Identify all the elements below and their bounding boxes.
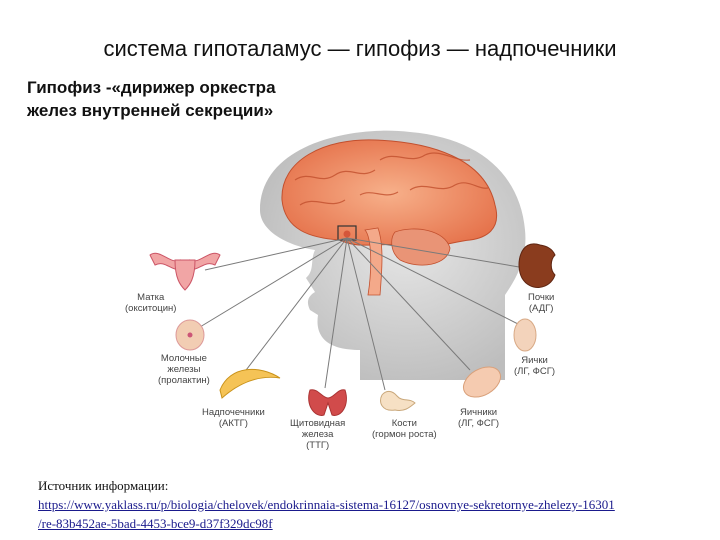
subtitle-line-1: Гипофиз -«дирижер оркестра [27,78,276,97]
source-link-line-2[interactable]: /re-83b452ae-5bad-4453-bce9-d37f329dc98f [38,516,273,531]
bones-icon [380,390,416,411]
endocrine-illustration [149,130,556,416]
kidney-icon [518,243,556,288]
source-label: Источник информации: [38,478,169,493]
label-bones: Кости(гормон роста) [372,418,437,440]
brainstem-icon [364,227,383,296]
connector-lines [194,237,526,391]
cerebellum-icon [391,228,451,266]
adrenal-icon [219,368,281,399]
ovary-icon [463,366,501,398]
label-adrenal: Надпочечники(АКТГ) [202,407,265,429]
subtitle-line-2: желез внутренней секреции» [27,101,274,120]
label-uterus: Матка(окситоцин) [125,292,177,314]
page-title: система гипоталамус — гипофиз — надпочеч… [103,36,617,61]
source-link-line-1[interactable]: https://www.yaklass.ru/p/biologia/chelov… [38,497,615,512]
label-testes: Яички(ЛГ, ФСГ) [514,355,556,377]
uterus-icon [149,252,221,291]
source-block: Источник информации: https://www.yaklass… [38,476,615,533]
label-kidneys: Почки(АДГ) [528,292,555,314]
testes-icon [513,318,537,352]
thyroid-icon [308,389,347,416]
subtitle: Гипофиз -«дирижер оркестра желез внутрен… [27,76,276,122]
label-ovaries: Яичники(ЛГ, ФСГ) [458,407,500,429]
